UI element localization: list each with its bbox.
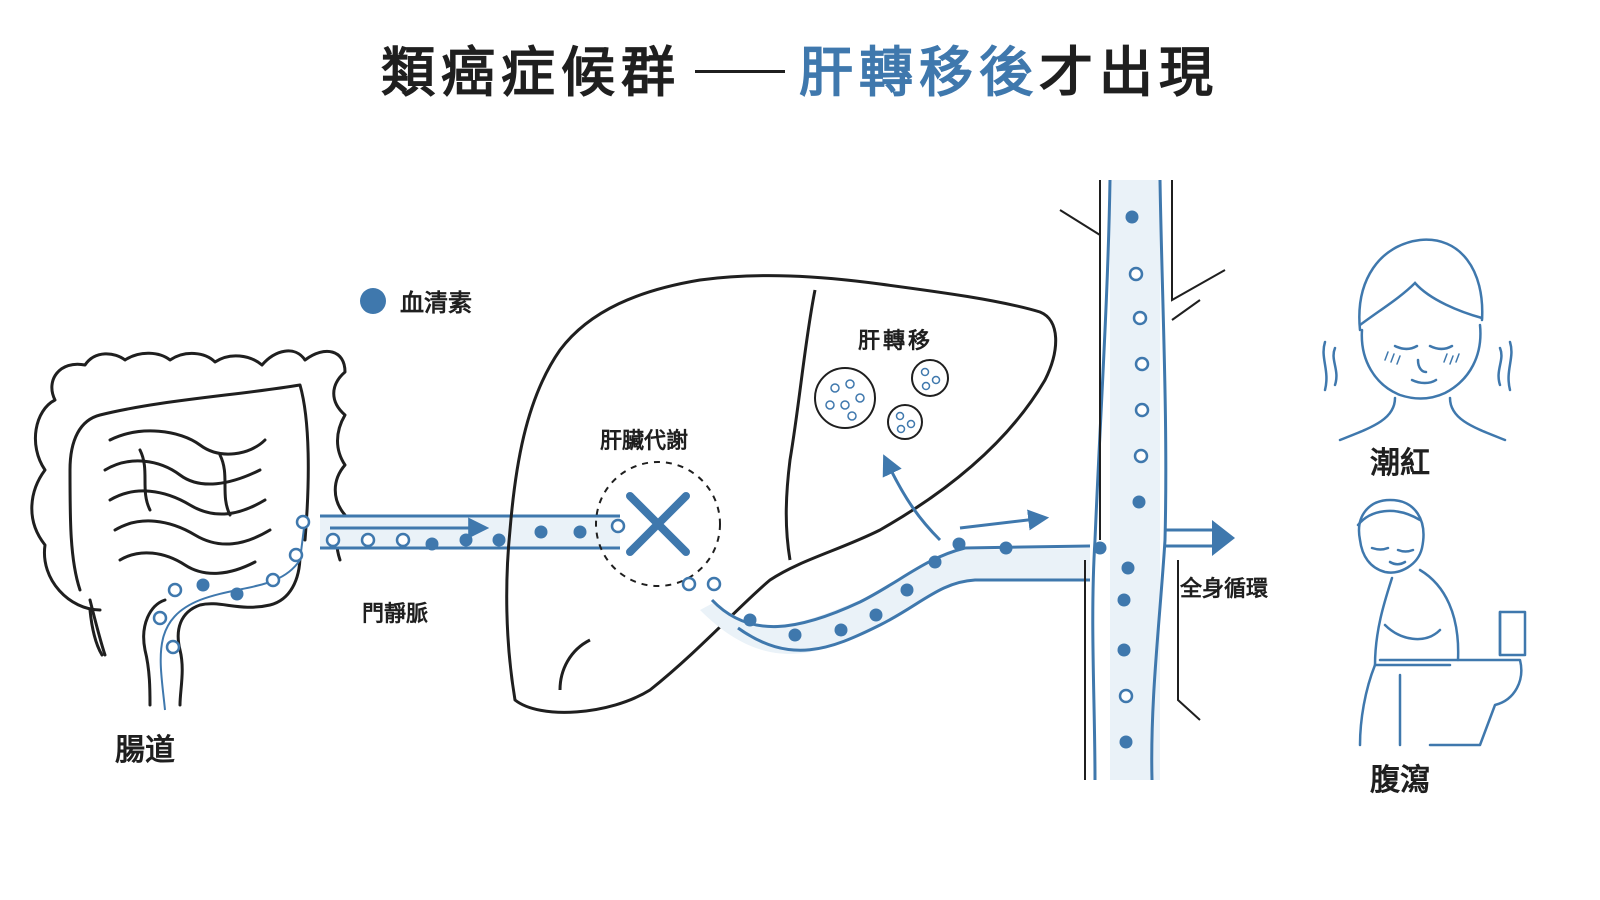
serotonin-dot [425, 537, 439, 551]
serotonin-dot [928, 555, 942, 569]
serotonin-dot [1121, 561, 1135, 575]
liver-illustration [505, 274, 1058, 714]
vena-cava [1059, 179, 1226, 781]
label-liver-metastasis: 肝轉移 [858, 329, 934, 354]
serotonin-dot [743, 613, 757, 627]
serotonin-dot [1125, 210, 1139, 224]
serotonin-dot [1117, 643, 1131, 657]
serotonin-dot [230, 587, 244, 601]
serotonin-dot [1133, 448, 1149, 464]
serotonin-dot [610, 518, 626, 534]
serotonin-dot [1093, 541, 1107, 555]
serotonin-dot [1132, 310, 1148, 326]
serotonin-dot [152, 610, 168, 626]
serotonin-dot [1117, 593, 1131, 607]
serotonin-dot [681, 576, 697, 592]
title-part2: 肝轉移後 [799, 41, 1039, 104]
serotonin-dot [165, 639, 181, 655]
label-diarrhea: 腹瀉 [1370, 763, 1430, 798]
serotonin-dot [1132, 495, 1146, 509]
serotonin-dot [1119, 735, 1133, 749]
title-part1: 類癌症候群 [381, 41, 681, 104]
title-dash [695, 69, 785, 73]
label-systemic-circulation: 全身循環 [1180, 577, 1269, 602]
label-intestine: 腸道 [115, 733, 175, 768]
serotonin-dot [900, 583, 914, 597]
intestinal-vessel [159, 519, 306, 711]
metastasis-clusters [814, 359, 949, 440]
label-portal-vein: 門靜脈 [362, 602, 429, 627]
serotonin-dot [788, 628, 802, 642]
diarrhea-person-icon [1356, 498, 1527, 747]
serotonin-dot [952, 537, 966, 551]
serotonin-dot [1134, 356, 1150, 372]
serotonin-dot [288, 547, 304, 563]
intestine-illustration [30, 349, 347, 707]
serotonin-dot [492, 533, 506, 547]
serotonin-dot [706, 576, 722, 592]
legend-dot-icon [360, 287, 386, 314]
serotonin-dot [325, 532, 341, 548]
serotonin-dot [1134, 402, 1150, 418]
serotonin-dot [1118, 688, 1134, 704]
legend: 血清素 [360, 283, 472, 318]
serotonin-dot [869, 608, 883, 622]
serotonin-dot [295, 514, 311, 530]
label-flushing: 潮紅 [1370, 446, 1430, 481]
serotonin-dot [459, 533, 473, 547]
page-title: 類癌症候群 肝轉移後才出現 [0, 28, 1600, 107]
serotonin-dot [265, 572, 281, 588]
title-part3: 才出現 [1039, 41, 1219, 104]
liver-metabolism-block [595, 461, 721, 587]
portal-vein [320, 514, 620, 550]
systemic-arrow [1165, 520, 1235, 556]
serotonin-dot [196, 578, 210, 592]
serotonin-dot [999, 541, 1013, 555]
serotonin-dot [573, 525, 587, 539]
serotonin-dots [152, 210, 1150, 749]
serotonin-dot [360, 532, 376, 548]
serotonin-dot [395, 532, 411, 548]
serotonin-dot [534, 525, 548, 539]
label-liver-metabolism: 肝臟代謝 [600, 429, 689, 454]
hepatic-vein [700, 454, 1091, 654]
legend-label: 血清素 [400, 289, 472, 317]
flushing-person-icon [1322, 238, 1513, 442]
serotonin-dot [834, 623, 848, 637]
serotonin-dot [167, 582, 183, 598]
serotonin-dot [1128, 266, 1144, 282]
